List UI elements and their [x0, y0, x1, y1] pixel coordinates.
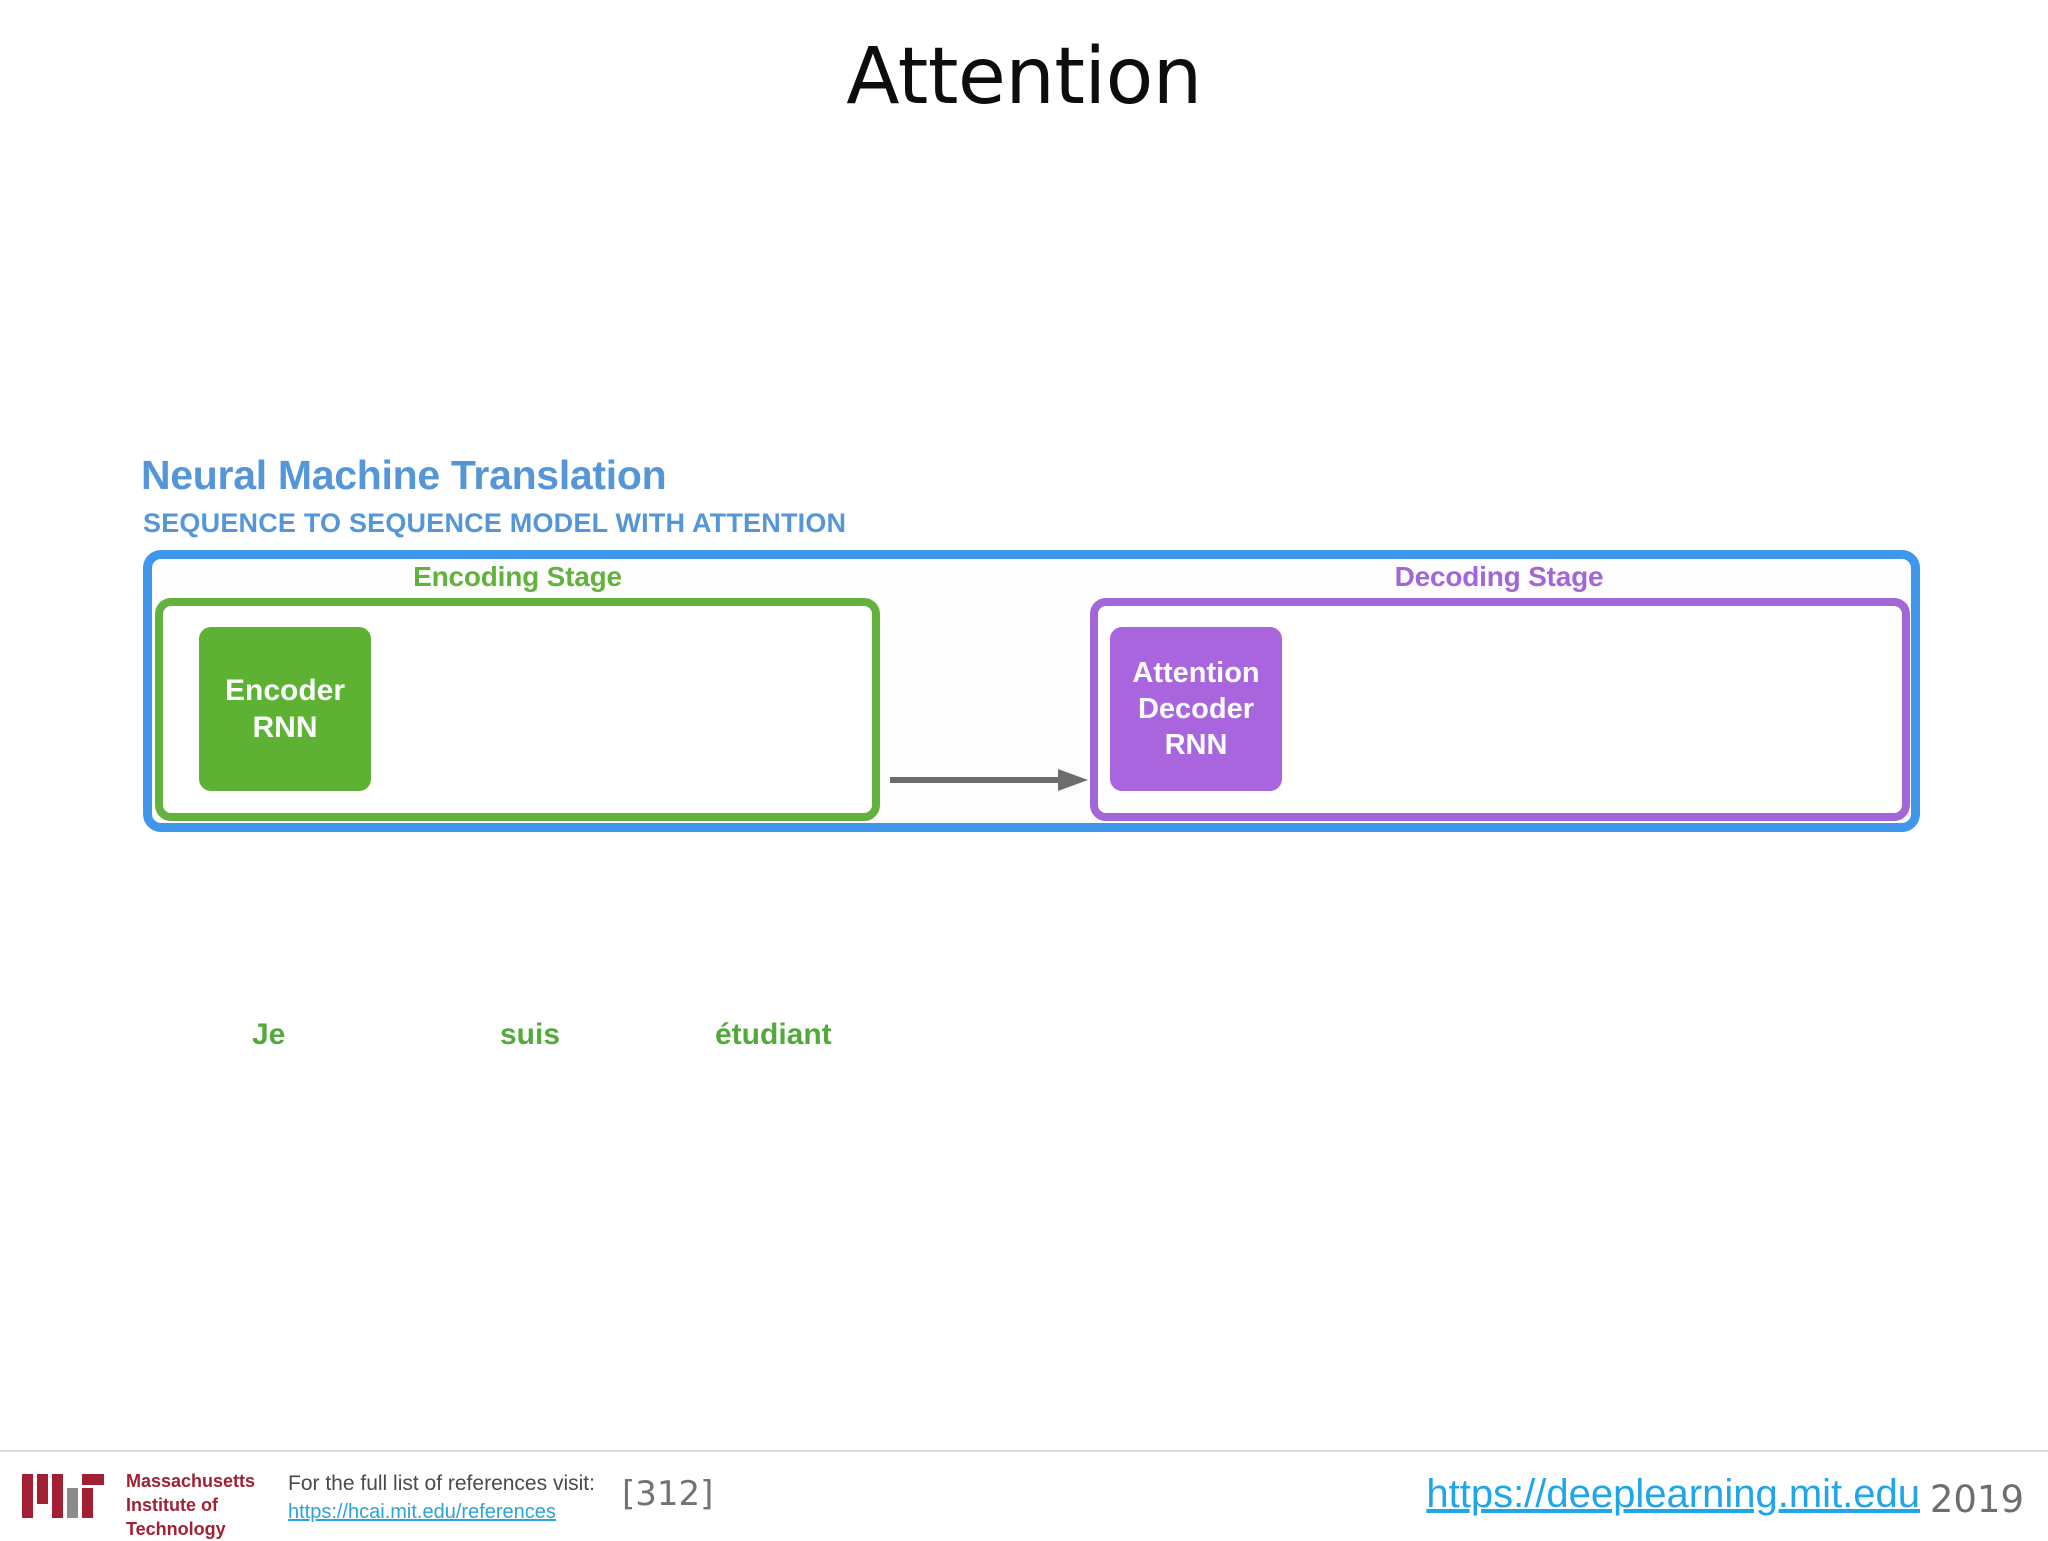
decoder-rnn-line-3: RNN [1165, 727, 1228, 763]
decoder-rnn-line-2: Decoder [1138, 691, 1254, 727]
figure-heading: Neural Machine Translation [141, 452, 666, 499]
mit-wordmark-line-1: Massachusetts [126, 1470, 255, 1494]
mit-logo-icon [22, 1474, 104, 1518]
decoding-stage-label: Decoding Stage [1089, 561, 1909, 593]
nmt-figure: Neural Machine Translation SEQUENCE TO S… [0, 0, 2048, 1400]
encoder-rnn-line-2: RNN [253, 709, 318, 747]
figure-subheading: SEQUENCE TO SEQUENCE MODEL WITH ATTENTIO… [143, 508, 846, 539]
source-token: étudiant [715, 1018, 832, 1052]
course-website-link[interactable]: https://deeplearning.mit.edu [1426, 1472, 1920, 1517]
attention-decoder-rnn-cell: Attention Decoder RNN [1110, 627, 1282, 791]
encoder-rnn-cell: Encoder RNN [199, 627, 371, 791]
mit-wordmark: Massachusetts Institute of Technology [126, 1470, 255, 1541]
encoding-stage-label: Encoding Stage [155, 561, 880, 593]
source-token-row: Je suis étudiant [0, 1018, 2048, 1068]
slide-footer: Massachusetts Institute of Technology Fo… [0, 1450, 2048, 1536]
reference-number-badge: [312] [622, 1474, 713, 1514]
arrow-right-icon [890, 765, 1090, 795]
encoder-rnn-line-1: Encoder [225, 672, 345, 710]
mit-wordmark-line-3: Technology [126, 1518, 255, 1541]
source-token: suis [500, 1018, 560, 1052]
mit-wordmark-line-2: Institute of [126, 1494, 255, 1518]
references-block: For the full list of references visit: h… [288, 1470, 595, 1526]
source-token: Je [252, 1018, 285, 1052]
references-link[interactable]: https://hcai.mit.edu/references [288, 1501, 556, 1523]
decoder-rnn-line-1: Attention [1132, 655, 1259, 691]
course-year: 2019 [1930, 1478, 2024, 1521]
references-prompt: For the full list of references visit: [288, 1470, 595, 1498]
